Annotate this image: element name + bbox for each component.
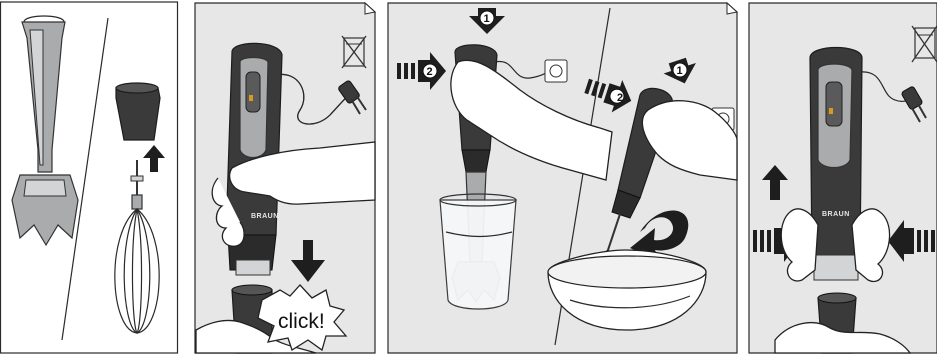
step-number-2: 2 (427, 66, 433, 78)
panel-operate: 1 2 (388, 3, 737, 353)
panel-attach-click: BRAUN click! (195, 3, 375, 353)
brand-logo: BRAUN (822, 211, 850, 218)
panel-detach: BRAUN (749, 3, 937, 353)
step-number-1: 1 (484, 13, 490, 25)
measuring-beaker (440, 194, 516, 309)
brand-logo: BRAUN (251, 213, 279, 220)
step-number-2: 2 (617, 92, 623, 104)
whisk-gearbox-attachment (116, 83, 160, 140)
panel-attachments (1, 2, 178, 353)
click-label: click! (278, 310, 325, 333)
step-number-1: 1 (677, 65, 683, 77)
